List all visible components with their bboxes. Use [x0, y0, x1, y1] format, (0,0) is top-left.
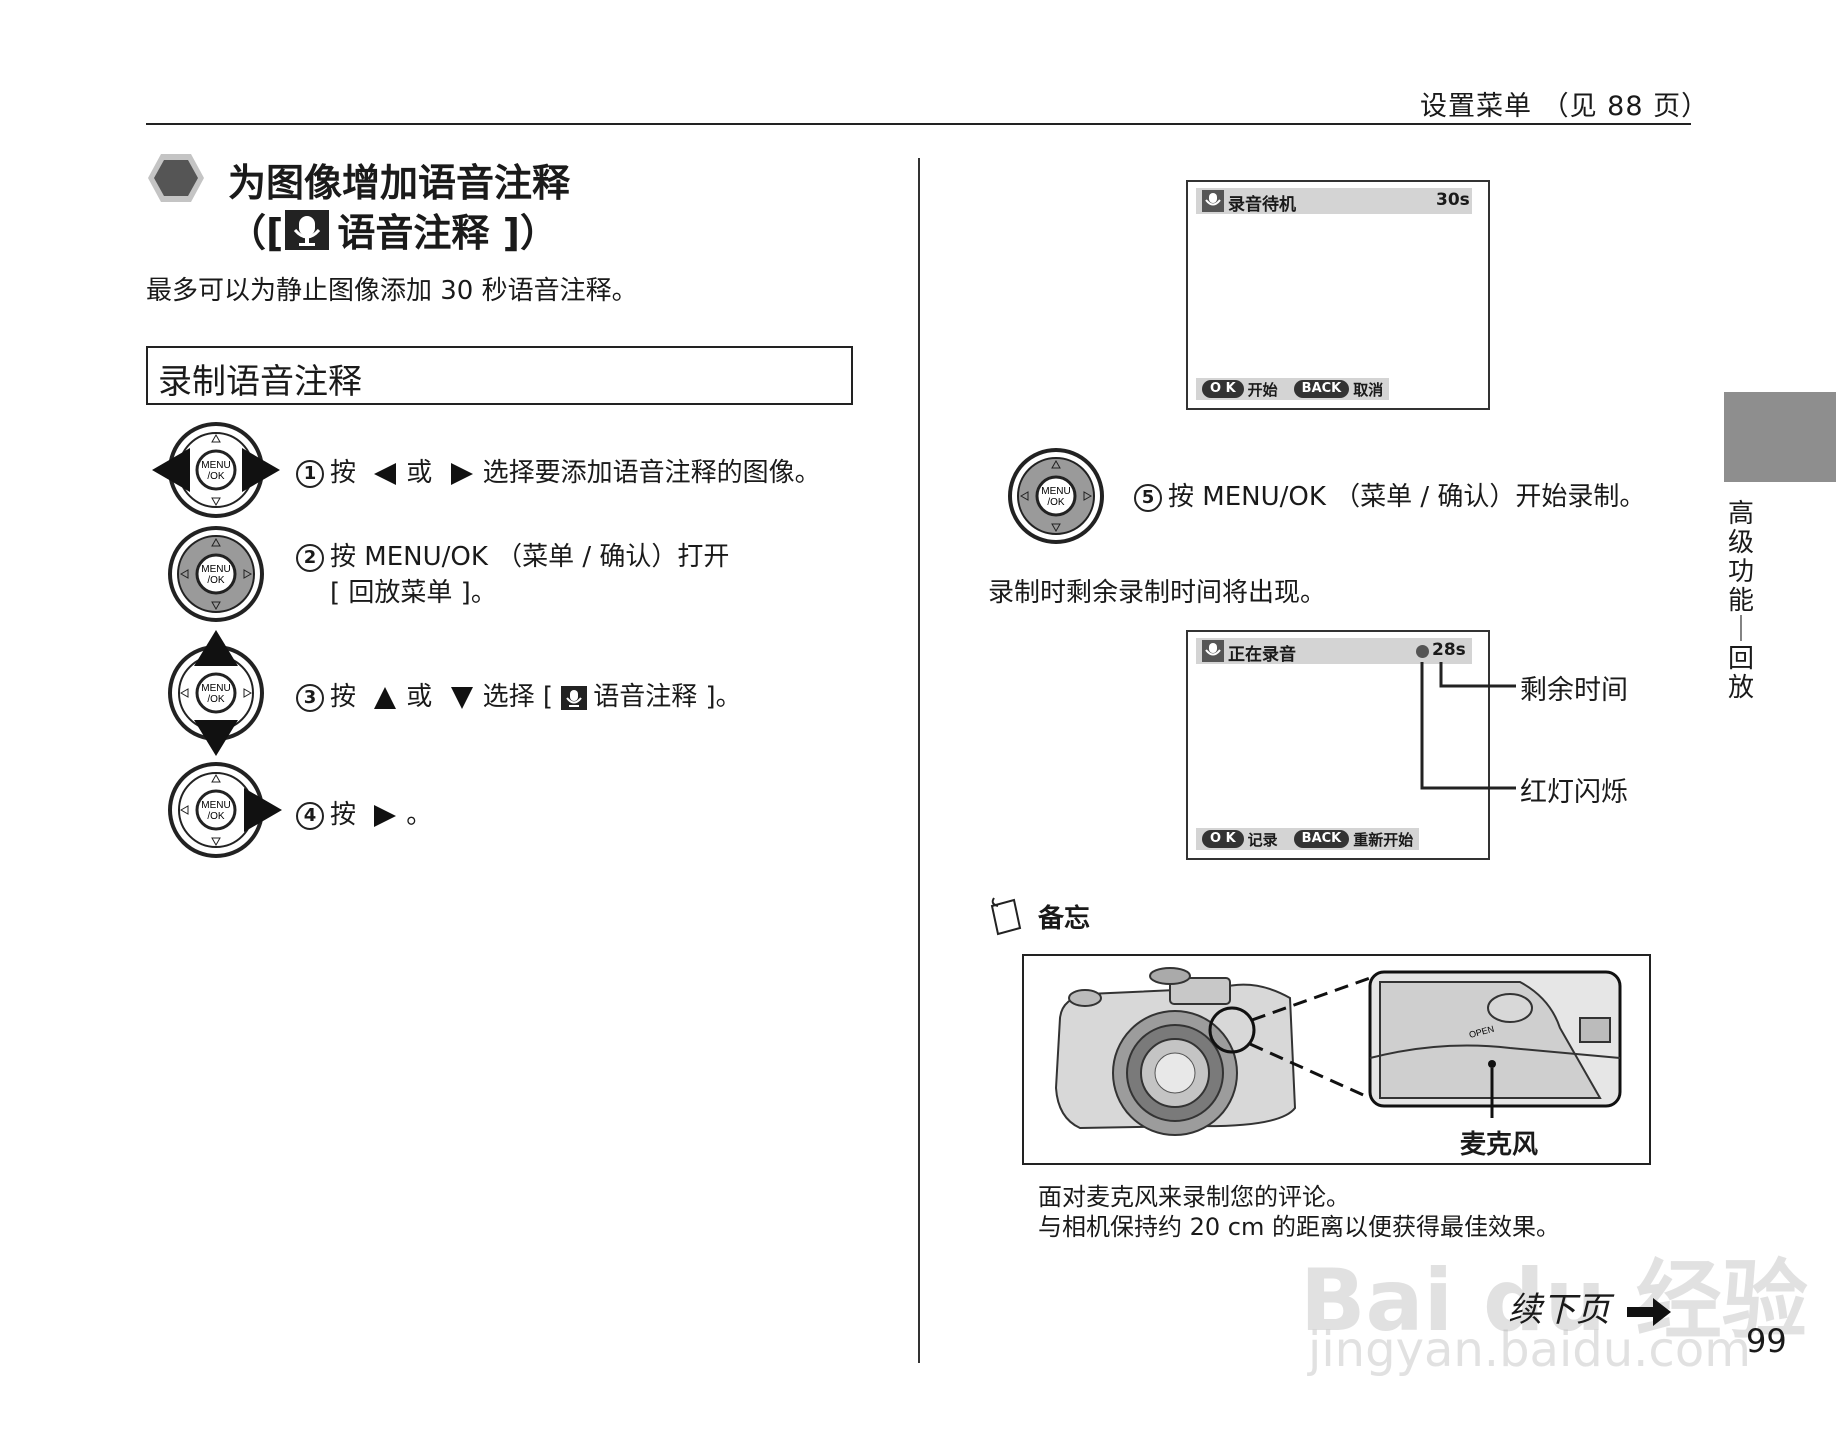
remaining-time-note: 录制时剩余录制时间将出现。: [988, 578, 1327, 608]
left-arrow-icon: [374, 462, 397, 485]
arrow-right-icon: [1626, 1297, 1671, 1326]
camera-illustration: OPEN: [1054, 967, 1622, 1136]
microphone-label: 麦克风: [1460, 1130, 1539, 1160]
right-arrow-icon: [374, 804, 397, 827]
up-arrow-icon: [374, 686, 397, 709]
ok-button-label: O K: [1202, 830, 1244, 848]
svg-text:/OK: /OK: [207, 471, 225, 482]
voice-memo-icon: [561, 685, 588, 710]
dial-up-down-icon: MENU /OK: [168, 630, 264, 756]
lcd-title: 正在录音: [1228, 645, 1296, 665]
dial-menu-ok-icon: MENU /OK: [168, 526, 264, 622]
ok-button-label: O K: [1202, 380, 1244, 398]
lcd-screen-standby: 录音待机 30s O K 开始 BACK 取消: [1186, 180, 1490, 410]
voice-memo-icon: [1202, 190, 1224, 212]
callout-remaining-time: 剩余时间: [1520, 675, 1628, 706]
section-title: 录制语音注释: [158, 362, 362, 402]
back-button-label: BACK: [1293, 380, 1350, 398]
callout-red-light: 红灯闪烁: [1520, 777, 1628, 808]
svg-text:MENU: MENU: [201, 564, 230, 575]
dial-right-icon: MENU /OK: [168, 762, 282, 858]
step-2-line2: [ 回放菜单 ]。: [330, 578, 497, 608]
watermark-url: jingyan.baidu.com: [1308, 1322, 1751, 1378]
header-rule: [146, 123, 1691, 125]
memo-text: 面对麦克风来录制您的评论。 与相机保持约 20 cm 的距离以便获得最佳效果。: [1038, 1183, 1560, 1241]
record-indicator-icon: [1416, 645, 1429, 658]
back-button-label: BACK: [1293, 830, 1350, 848]
svg-text:/OK: /OK: [1047, 497, 1065, 508]
svg-text:/OK: /OK: [207, 811, 225, 822]
continue-next-page: 续下页: [1508, 1282, 1671, 1331]
watermark-brand: Bai du 经验: [1300, 1251, 1808, 1351]
svg-text:MENU: MENU: [201, 460, 230, 471]
page-title-sub: （[ 语音注释 ]）: [228, 209, 558, 255]
memo-label: 备忘: [1038, 904, 1091, 934]
page-number: 99: [1746, 1322, 1787, 1360]
svg-text:MENU: MENU: [201, 683, 230, 694]
svg-text:MENU: MENU: [201, 800, 230, 811]
chapter-tab-label: 高 级 功 能 ｜ 回 放: [1727, 499, 1754, 703]
right-arrow-icon: [450, 462, 473, 485]
lcd-title: 录音待机: [1228, 195, 1296, 215]
dial-left-right-icon: MENU /OK: [152, 422, 280, 518]
dial-menu-ok-icon: MENU /OK: [1008, 448, 1104, 544]
lcd-screen-recording: 正在录音 28s O K 记录 BACK 重新开始: [1186, 630, 1490, 860]
hexagon-bullet-icon: [148, 154, 204, 202]
callout-leader-lines: [1420, 662, 1516, 790]
lcd-time: 28s: [1432, 640, 1466, 660]
column-divider: [918, 158, 920, 1363]
svg-text:MENU: MENU: [1041, 486, 1070, 497]
voice-memo-icon: [285, 209, 330, 250]
header-section-ref: 设置菜单 （见 88 页）: [1420, 91, 1710, 122]
lcd-footer: O K 记录 BACK 重新开始: [1196, 828, 1420, 850]
svg-text:/OK: /OK: [207, 575, 225, 586]
lcd-footer: O K 开始 BACK 取消: [1196, 378, 1390, 400]
camera-illustration-frame: [1022, 954, 1651, 1165]
chapter-tab: [1724, 392, 1836, 482]
voice-memo-icon: [1202, 640, 1224, 662]
section-header-box: [146, 346, 853, 405]
page-title: 为图像增加语音注释: [228, 161, 571, 205]
down-arrow-icon: [450, 686, 473, 709]
svg-text:/OK: /OK: [207, 694, 225, 705]
intro-text: 最多可以为静止图像添加 30 秒语音注释。: [146, 276, 638, 306]
lcd-time: 30s: [1436, 190, 1470, 210]
memo-note-icon: [990, 897, 1022, 936]
